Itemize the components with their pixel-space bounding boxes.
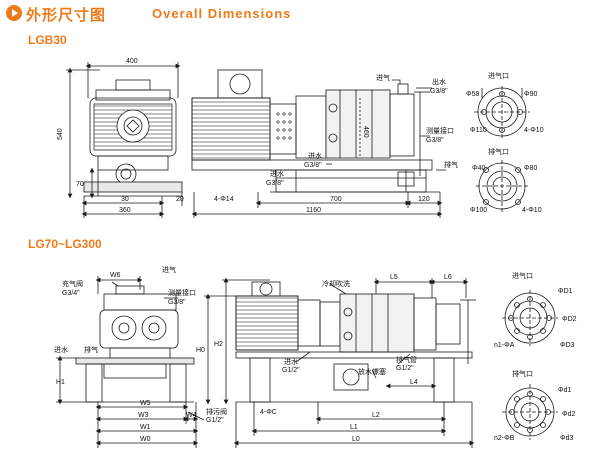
label-drain-right-thread: G1/2" — [206, 417, 224, 424]
lgb30-inlet-d2: Φ90 — [524, 91, 537, 98]
title-english: Overall Dimensions — [152, 6, 292, 21]
lgb30-exhaust-d2: Φ80 — [524, 165, 537, 172]
lg70-exhaust-flange-title: 排气口 — [512, 369, 533, 378]
dim-w3: W3 — [138, 412, 149, 419]
lgb30-exhaust-flange-title: 排气口 — [488, 147, 509, 156]
lg70-inlet-flange — [502, 290, 558, 346]
lg70-inlet-d1: ΦD1 — [558, 288, 573, 295]
lgb30-inlet-flange-title: 进气口 — [488, 71, 509, 80]
label-water-in-thread-lg70: G1/2" — [282, 367, 300, 374]
lg70-exhaust-d1: Φd1 — [558, 387, 571, 394]
dim-700: 700 — [330, 196, 342, 203]
lg70-side-view — [204, 277, 476, 448]
label-test-port: 测量接口 — [426, 126, 454, 135]
label-inflate-thread: G3/4" — [62, 290, 80, 297]
dim-400: 400 — [126, 58, 138, 65]
section-label-lgb30: LGB30 — [28, 33, 67, 47]
label-exhaust-pipe: 排气管 — [396, 355, 417, 364]
lg70-exhaust-d3: Φd3 — [560, 435, 573, 442]
label-water-in-lg70: 进水 — [284, 357, 298, 366]
label-drain: 放水螺塞 — [358, 367, 386, 376]
label-water-in-thread-lgb30-2: G3/8" — [266, 180, 284, 187]
lgb30-exhaust-d1: Φ40 — [472, 165, 485, 172]
dim-120: 120 — [418, 196, 430, 203]
dim-w5: W5 — [140, 400, 151, 407]
dim-l2: L2 — [372, 412, 380, 419]
dim-360: 360 — [119, 207, 131, 214]
label-inflate: 充气阀 — [62, 279, 83, 288]
play-bullet-icon — [6, 5, 22, 21]
dim-460: 460 — [362, 126, 369, 138]
dim-w0: W0 — [140, 436, 151, 443]
dim-l4: L4 — [410, 379, 418, 386]
dim-h1: H1 — [56, 379, 65, 386]
dim-h2: H2 — [214, 341, 223, 348]
dim-20: 20 — [176, 196, 184, 203]
lg70-inlet-d3: ΦD3 — [560, 342, 575, 349]
lgb30-exhaust-d3: Φ100 — [470, 207, 487, 214]
lg70-inlet-d2: ΦD2 — [562, 316, 577, 323]
lg70-exhaust-holes: n2-ΦB — [494, 435, 515, 442]
lgb30-exhaust-holes: 4-Φ10 — [522, 207, 542, 214]
dim-w6: W6 — [110, 272, 121, 279]
dim-w1: W1 — [140, 424, 151, 431]
lgb30-inlet-d3: Φ110 — [470, 127, 487, 134]
dim-l5: L5 — [390, 274, 398, 281]
lgb30-front-view — [66, 62, 183, 218]
dim-l1: L1 — [350, 424, 358, 431]
label-test-lg70: 测量接口 — [168, 288, 196, 297]
label-exhaust-thread: G1/2" — [396, 365, 414, 372]
label-water-in-lgb30-2: 进水 — [270, 169, 284, 178]
lg70-inlet-flange-title: 进气口 — [512, 271, 533, 280]
title-chinese: 外形尺寸图 — [26, 7, 107, 24]
label-water-out-thread: G3/8" — [430, 88, 448, 95]
lg70-exhaust-d2: Φd2 — [562, 411, 575, 418]
lgb30-inlet-flange — [474, 86, 530, 140]
section-label-lg70: LG70~LG300 — [28, 237, 102, 251]
dim-hole-lg70: 4-ΦC — [260, 409, 277, 416]
label-water-in-lgb30: 进水 — [308, 151, 322, 160]
dim-hole-lgb30: 4-Φ14 — [214, 196, 234, 203]
label-inlet-lg70: 进气 — [162, 265, 176, 274]
label-cooling: 冷却吹洗 — [322, 279, 350, 288]
label-test-thread: G3/8" — [426, 137, 444, 144]
dim-70: 70 — [76, 181, 84, 188]
dim-540: 540 — [57, 128, 64, 140]
header: 外形尺寸图 Overall Dimensions — [0, 0, 600, 30]
label-water-in-left: 进水 — [54, 345, 68, 354]
label-water-out: 出水 — [432, 77, 446, 86]
dim-l0: L0 — [352, 436, 360, 443]
label-exhaust-left: 排气 — [84, 345, 98, 354]
dim-1160: 1160 — [306, 207, 321, 214]
label-inlet-lgb30: 进气 — [376, 73, 390, 82]
lgb30-exhaust-flange — [476, 160, 528, 212]
lg70-exhaust-flange — [502, 384, 558, 440]
dim-w4: W4 — [186, 412, 197, 419]
label-test-thread-lg70: G3/8" — [168, 299, 186, 306]
label-drain-right: 排污阀 — [206, 407, 227, 416]
label-exhaust-lgb30: 排气 — [444, 160, 458, 169]
dim-l6: L6 — [444, 274, 452, 281]
lgb30-inlet-d1: Φ58 — [466, 91, 479, 98]
lg70-inlet-holes: n1-ΦA — [494, 342, 515, 349]
label-water-in-thread-lgb30: G3/8" — [304, 162, 322, 169]
lg70-front-view — [56, 276, 205, 448]
dim-h0: H0 — [196, 347, 205, 354]
lgb30-inlet-holes: 4-Φ10 — [524, 127, 544, 134]
lgb30-side-view — [191, 69, 446, 218]
dim-30: 30 — [121, 196, 129, 203]
